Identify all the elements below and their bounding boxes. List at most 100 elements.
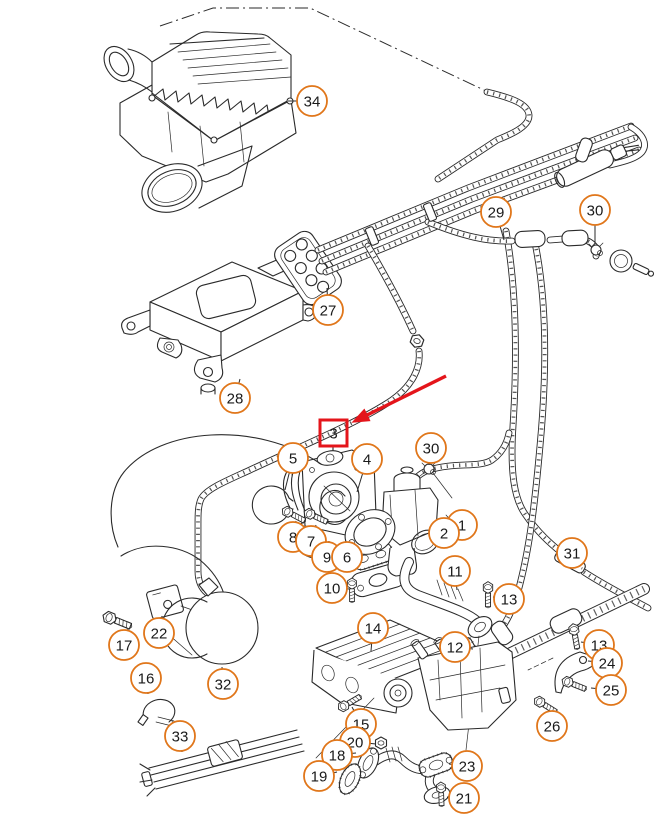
callout-circle[interactable] — [351, 443, 383, 475]
callout-circle[interactable] — [595, 674, 627, 706]
callout-number: 16 — [138, 671, 155, 688]
callout-21[interactable]: 21 — [446, 782, 480, 814]
highlight-layer: 3 — [318, 374, 447, 448]
callout-number: 10 — [324, 581, 341, 598]
callout-circle[interactable] — [130, 662, 162, 694]
callout-2[interactable]: 2 — [428, 517, 460, 549]
callout-number: 23 — [459, 759, 476, 776]
callout-circle[interactable] — [493, 583, 525, 615]
callout-circle[interactable] — [451, 750, 483, 782]
callout-circle[interactable] — [536, 710, 568, 742]
callout-5[interactable]: 5 — [277, 442, 309, 491]
callout-32[interactable]: 32 — [207, 666, 239, 700]
pipe-flange — [467, 615, 493, 639]
callout-circle[interactable] — [164, 720, 196, 752]
callout-18[interactable]: 18 — [321, 739, 357, 771]
callout-number: 13 — [501, 592, 518, 609]
callout-4[interactable]: 4 — [351, 443, 383, 493]
callout-circle[interactable] — [296, 85, 328, 117]
callout-number: 24 — [599, 656, 616, 673]
callout-number: 18 — [329, 748, 346, 765]
callout-13[interactable]: 13 — [492, 583, 525, 615]
callout-circle[interactable] — [357, 612, 389, 644]
callout-number: 32 — [215, 677, 232, 694]
gasket-19-drawing — [338, 762, 362, 796]
callout-circle[interactable] — [480, 196, 512, 228]
callout-26[interactable]: 26 — [536, 710, 568, 742]
callout-30[interactable]: 30 — [579, 194, 611, 244]
callout-circle[interactable] — [415, 432, 447, 464]
callout-12[interactable]: 12 — [439, 631, 474, 663]
screw-17 — [100, 609, 135, 633]
callout-leader-line — [499, 226, 505, 241]
air-filter-housing-drawing — [103, 31, 297, 213]
boundary-line — [159, 7, 487, 92]
seal-ring-drawing — [319, 489, 346, 526]
callout-circle[interactable] — [448, 782, 480, 814]
callout-27[interactable]: 27 — [312, 287, 344, 326]
callout-number: 21 — [456, 791, 473, 808]
callout-circle[interactable] — [439, 555, 471, 587]
callout-number: 9 — [323, 550, 331, 567]
callout-circle[interactable] — [219, 382, 251, 414]
callout-number: 27 — [320, 303, 337, 320]
callout-number: 11 — [447, 564, 463, 581]
callout-circle[interactable] — [439, 631, 471, 663]
hose-union-nut — [408, 332, 426, 350]
callout-circle[interactable] — [556, 537, 588, 569]
callout-14[interactable]: 14 — [357, 612, 389, 652]
callout-circle[interactable] — [303, 760, 335, 792]
egr-valve-drawing — [344, 466, 455, 577]
callout-number: 4 — [363, 452, 371, 469]
callout-leader-line — [369, 742, 377, 745]
callout-number: 33 — [172, 729, 189, 746]
callout-circle[interactable] — [108, 629, 140, 661]
tube-33-drawing — [139, 729, 305, 797]
callout-34[interactable]: 34 — [288, 85, 328, 117]
highlighted-item-box[interactable] — [318, 418, 349, 448]
highlight-arrow — [351, 374, 447, 423]
callout-circle[interactable] — [312, 294, 344, 326]
callout-31[interactable]: 31 — [556, 537, 588, 569]
hose-clip — [364, 226, 380, 246]
callout-33[interactable]: 33 — [164, 720, 196, 753]
highlighted-item-number: 3 — [329, 426, 337, 443]
callout-circle[interactable] — [579, 194, 611, 226]
callout-number: 31 — [564, 546, 581, 563]
callout-circle[interactable] — [331, 541, 363, 573]
callout-number: 28 — [227, 391, 244, 408]
callout-circle[interactable] — [207, 668, 239, 700]
lower-egr-pipe-drawing — [338, 736, 454, 808]
callout-17[interactable]: 17 — [108, 628, 140, 661]
vacuum-valve-drawing — [554, 137, 639, 188]
callout-22[interactable]: 22 — [143, 615, 175, 649]
callout-number: 14 — [365, 621, 382, 638]
callout-16[interactable]: 16 — [130, 662, 162, 695]
callout-25[interactable]: 25 — [590, 674, 627, 706]
callout-circle[interactable] — [316, 572, 348, 604]
callout-29[interactable]: 29 — [480, 196, 512, 241]
nut-20 — [374, 736, 388, 750]
callout-circle[interactable] — [321, 739, 353, 771]
bolt-13a — [482, 581, 494, 609]
callout-19[interactable]: 19 — [303, 760, 338, 792]
callout-23[interactable]: 23 — [448, 750, 483, 782]
callout-number: 1 — [458, 518, 466, 535]
callout-6[interactable]: 6 — [331, 541, 363, 573]
hose-sleeve — [490, 620, 514, 646]
callout-circle[interactable] — [143, 617, 175, 649]
hose-clip — [422, 202, 438, 222]
callout-30[interactable]: 30 — [415, 432, 447, 466]
callout-11[interactable]: 11 — [439, 555, 471, 591]
callout-24[interactable]: 24 — [587, 647, 623, 679]
vacuum-reservoir-ball — [185, 591, 259, 665]
callout-28[interactable]: 28 — [219, 378, 251, 414]
callout-circle[interactable] — [277, 442, 309, 474]
callout-circle[interactable] — [428, 517, 460, 549]
callout-number: 30 — [423, 441, 440, 458]
callout-10[interactable]: 10 — [316, 572, 351, 604]
screw-25 — [559, 674, 589, 695]
egr-cooler-drawing — [311, 619, 517, 759]
